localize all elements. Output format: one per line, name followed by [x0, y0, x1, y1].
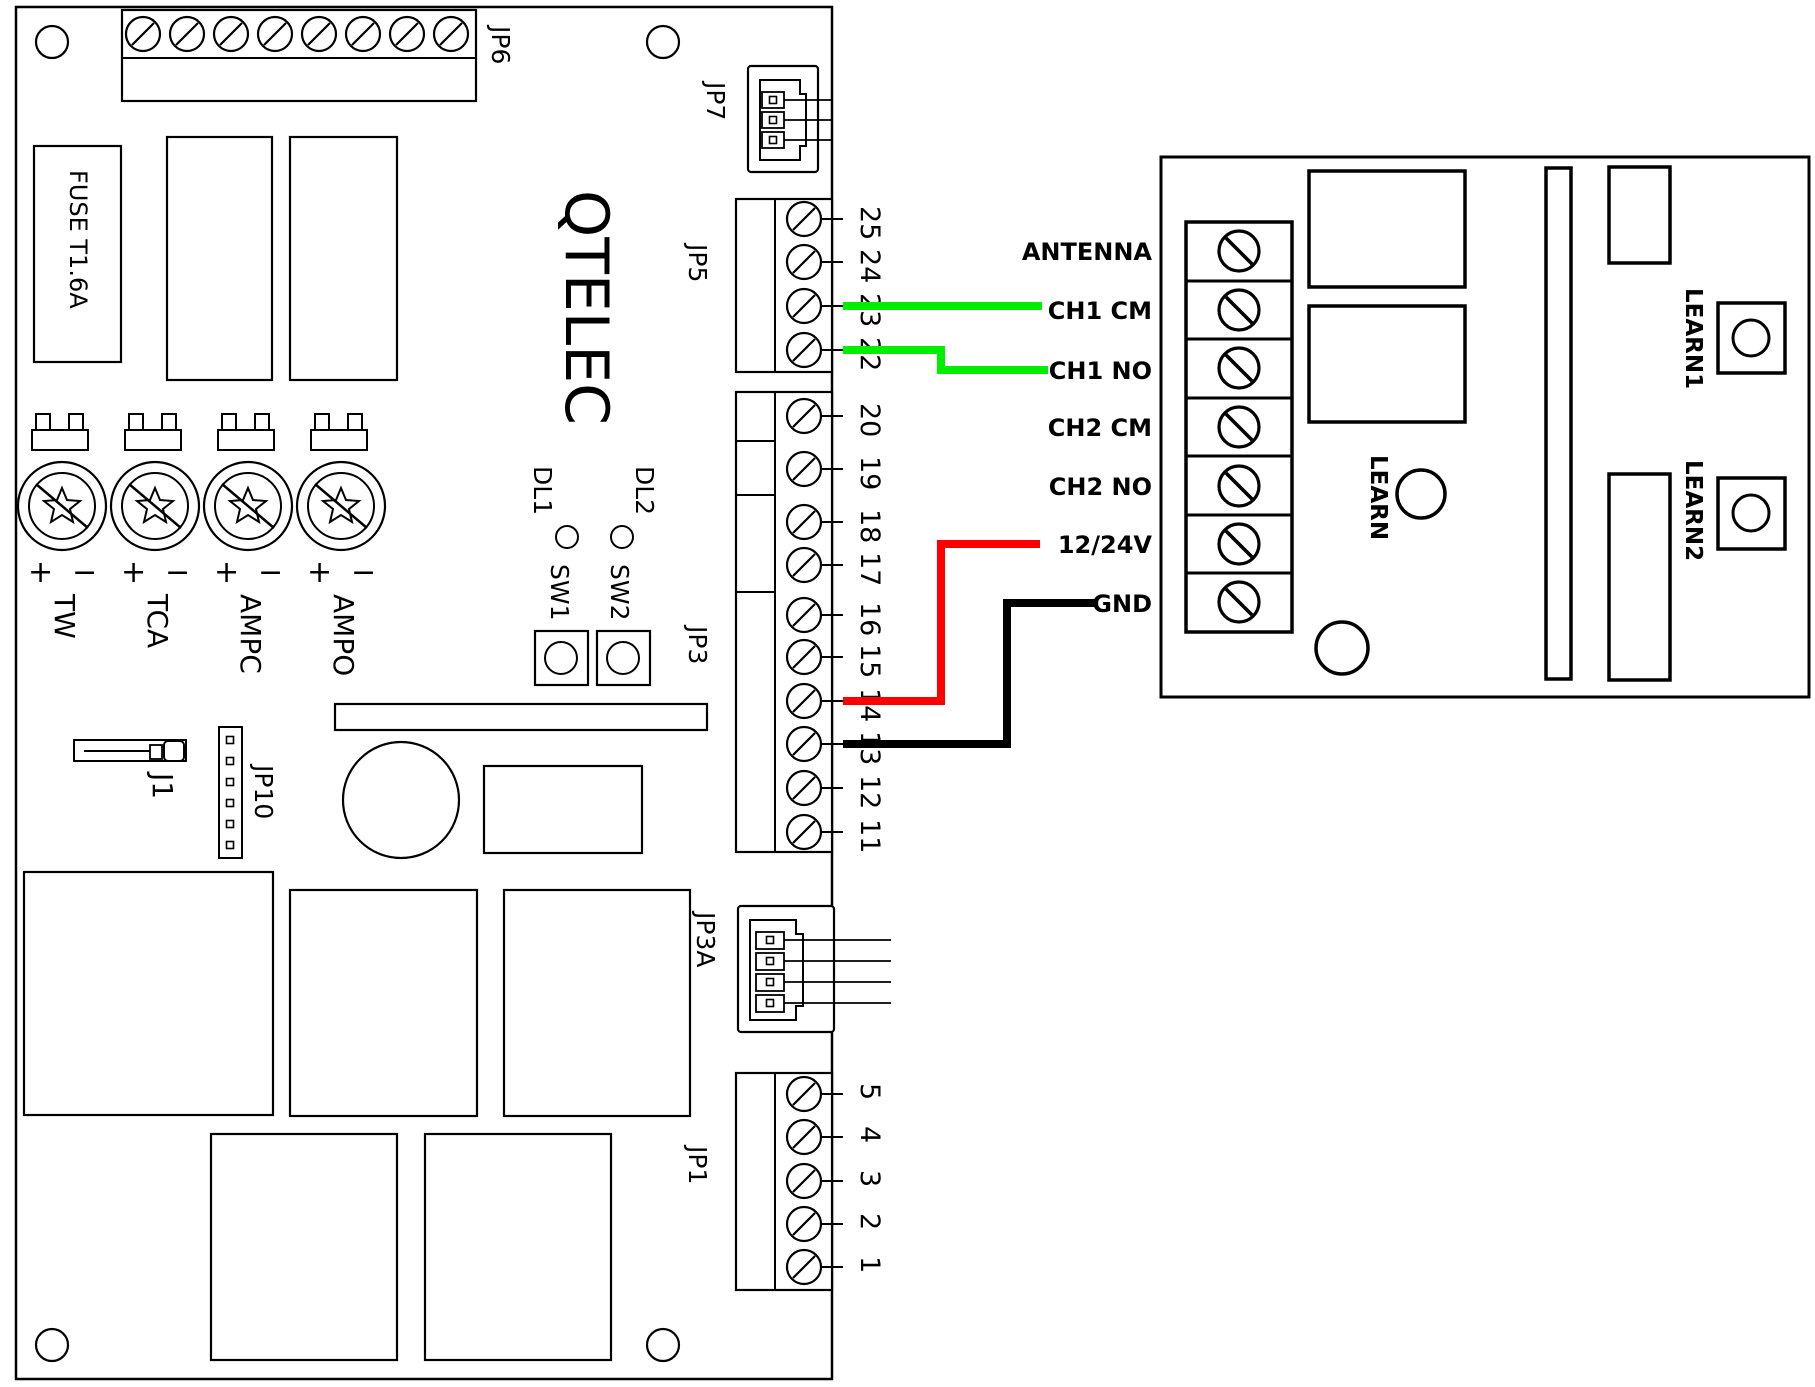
minus-sign: −: [72, 555, 97, 590]
jp3a-label: JP3A: [691, 910, 720, 967]
antenna-strip: [1544, 166, 1573, 681]
receiver-terminal-label: CH1 CM: [1048, 297, 1152, 325]
switch-sw2[interactable]: [595, 629, 652, 687]
terminal-number: 4: [854, 1126, 885, 1143]
terminal-number: 23: [854, 293, 885, 327]
terminal-number: 5: [854, 1083, 885, 1100]
mounting-hole: [645, 24, 681, 60]
wire-14-12-24v: [843, 540, 1040, 705]
jp5-terminal-block: 25 24 23 22 JP5: [683, 197, 885, 374]
jp3-label: JP3: [683, 624, 712, 664]
j1-jumper[interactable]: J1: [73, 739, 187, 799]
jp3a-connector: JP3A: [691, 904, 891, 1034]
brand-logo: QTELEC: [551, 190, 621, 425]
led-dl2: [610, 525, 634, 549]
jp3-terminal-block: 20 19 18 17 16 15 14 13 12 11 JP3: [683, 390, 885, 853]
receiver-terminal-label: CH2 NO: [1049, 473, 1152, 501]
relay: [482, 764, 644, 855]
mounting-hole: [645, 1327, 681, 1363]
learn-label: LEARN: [1365, 455, 1391, 540]
terminal-number: 3: [854, 1170, 885, 1187]
jp6-terminal-block: JP6: [120, 8, 515, 103]
relay: [209, 1132, 399, 1362]
learn-button[interactable]: [1395, 468, 1447, 520]
receiver-relay: [1307, 169, 1467, 289]
receiver-terminal-label: CH2 CM: [1048, 414, 1152, 442]
mounting-hole: [34, 1327, 70, 1363]
connector-strip: [333, 702, 709, 732]
jp6-label: JP6: [486, 24, 515, 64]
terminal-number: 2: [854, 1213, 885, 1230]
sw2-label: SW2: [605, 564, 634, 621]
terminal-number: 19: [854, 456, 885, 490]
fuse-label: FUSE T1.6A: [64, 170, 92, 309]
learn1-button[interactable]: [1716, 301, 1787, 375]
jp7-connector: JP7: [701, 64, 832, 174]
receiver-component: [1607, 165, 1672, 265]
led-dl1: [555, 525, 579, 549]
jp10-label: JP10: [249, 763, 278, 819]
terminal-number: 14: [854, 688, 885, 722]
trimmer-label: AMPO: [327, 594, 360, 676]
receiver-terminal-block: [1184, 220, 1294, 634]
relay: [502, 888, 692, 1118]
plus-sign: +: [28, 555, 53, 590]
relay: [165, 135, 274, 382]
learn2-label: LEARN2: [1680, 460, 1706, 561]
sw1-label: SW1: [545, 564, 574, 621]
j1-label: J1: [146, 771, 179, 799]
dl1-label: DL1: [528, 466, 557, 515]
receiver-hole: [1314, 620, 1370, 676]
minus-sign: −: [351, 555, 376, 590]
jp1-terminal-block: 5 4 3 2 1 JP1: [683, 1071, 885, 1292]
terminal-number: 16: [854, 602, 885, 636]
receiver-terminal-label: ANTENNA: [1022, 238, 1153, 266]
receiver-relay: [1307, 304, 1467, 424]
receiver-terminal-label: GND: [1092, 590, 1152, 618]
jp7-label: JP7: [701, 80, 730, 120]
buzzer: [341, 740, 461, 860]
mounting-hole: [34, 24, 70, 60]
trimmer-label: TCA: [141, 593, 174, 648]
wire-22-ch1no: [843, 346, 1048, 374]
plus-sign: +: [214, 555, 239, 590]
wires: [843, 302, 1097, 748]
terminal-number: 24: [854, 249, 885, 283]
switch-sw1[interactable]: [533, 629, 590, 687]
receiver-module: ANTENNA CH1 CM CH1 NO CH2 CM CH2 NO 12/2…: [1022, 155, 1811, 699]
control-board: JP6 FUSE T1.6A QTELEC JP7: [14, 5, 891, 1381]
terminal-number: 18: [854, 509, 885, 543]
dl2-label: DL2: [630, 466, 659, 515]
trimmer-label: AMPC: [234, 594, 267, 674]
receiver-terminal-label: 12/24V: [1058, 531, 1153, 559]
trimmer-label: TW: [48, 593, 81, 639]
receiver-terminal-label: CH1 NO: [1049, 357, 1152, 385]
relay: [288, 888, 479, 1118]
terminal-number: 22: [854, 337, 885, 371]
minus-sign: −: [258, 555, 283, 590]
fuse: FUSE T1.6A: [32, 144, 123, 364]
transformer: [22, 870, 275, 1117]
terminal-number: 20: [854, 403, 885, 437]
jp1-label: JP1: [683, 1144, 712, 1184]
learn1-label: LEARN1: [1680, 288, 1706, 389]
jp10-header: JP10: [218, 726, 278, 859]
terminal-number: 13: [854, 731, 885, 765]
learn2-button[interactable]: [1716, 476, 1787, 551]
minus-sign: −: [165, 555, 190, 590]
terminal-number: 17: [854, 552, 885, 586]
receiver-component: [1607, 472, 1672, 682]
terminal-number: 15: [854, 644, 885, 678]
plus-sign: +: [121, 555, 146, 590]
terminal-number: 25: [854, 206, 885, 240]
relay: [423, 1132, 613, 1362]
wire-13-gnd: [843, 599, 1097, 748]
jp5-label: JP5: [683, 242, 712, 282]
relay: [288, 135, 399, 382]
plus-sign: +: [307, 555, 332, 590]
terminal-number: 12: [854, 775, 885, 809]
terminal-number: 11: [854, 819, 885, 853]
terminal-number: 1: [854, 1256, 885, 1273]
